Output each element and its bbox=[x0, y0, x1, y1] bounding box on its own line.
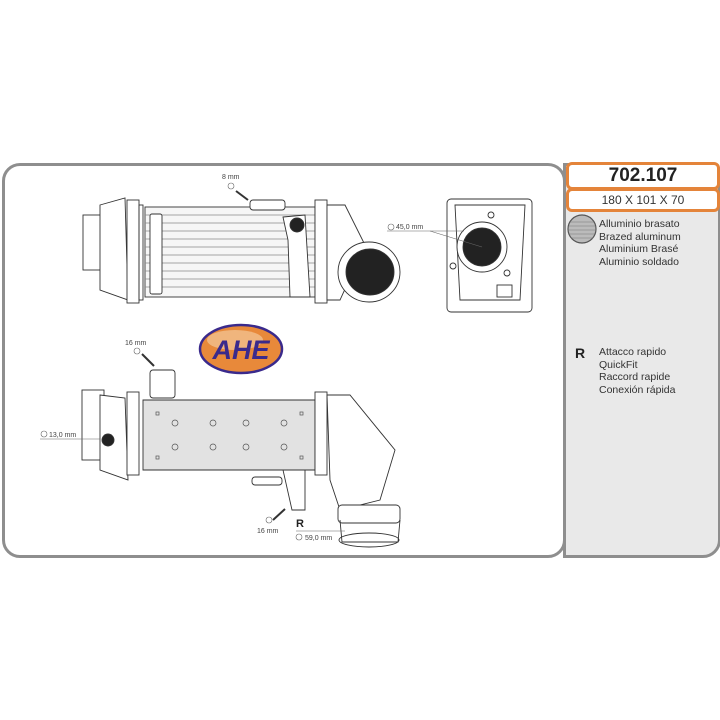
cooler-top-view bbox=[82, 197, 401, 304]
ahe-logo: AHE bbox=[198, 323, 284, 375]
brazed-core-icon bbox=[567, 214, 597, 244]
diameter-icon bbox=[40, 430, 48, 438]
svg-text:AHE: AHE bbox=[211, 335, 270, 365]
cooler-side-view bbox=[81, 369, 401, 548]
material-description: Alluminio brasato Brazed aluminum Alumin… bbox=[599, 218, 681, 268]
label-side-port: 13,0 mm bbox=[49, 432, 76, 439]
label-bottom-inlet: 16 mm bbox=[125, 340, 147, 347]
label-quickfit-diameter: 59,0 mm bbox=[305, 535, 332, 542]
connection-description: Attacco rapido QuickFit Raccord rapide C… bbox=[599, 346, 676, 396]
arrow-icon bbox=[235, 190, 249, 201]
cooler-end-view bbox=[446, 198, 533, 313]
product-dimensions: 180 X 101 X 70 bbox=[566, 188, 720, 212]
diameter-icon bbox=[227, 182, 235, 190]
label-bottom-outlet: 16 mm bbox=[257, 528, 279, 535]
quickfit-marker: R bbox=[296, 518, 304, 530]
diameter-icon bbox=[265, 516, 273, 524]
quickfit-symbol: R bbox=[575, 345, 586, 361]
diameter-icon bbox=[133, 347, 141, 355]
diameter-icon bbox=[295, 533, 303, 541]
diameter-icon bbox=[387, 223, 395, 231]
label-top-inlet: 8 mm bbox=[222, 174, 240, 181]
label-outlet-diameter: 45,0 mm bbox=[396, 224, 423, 231]
